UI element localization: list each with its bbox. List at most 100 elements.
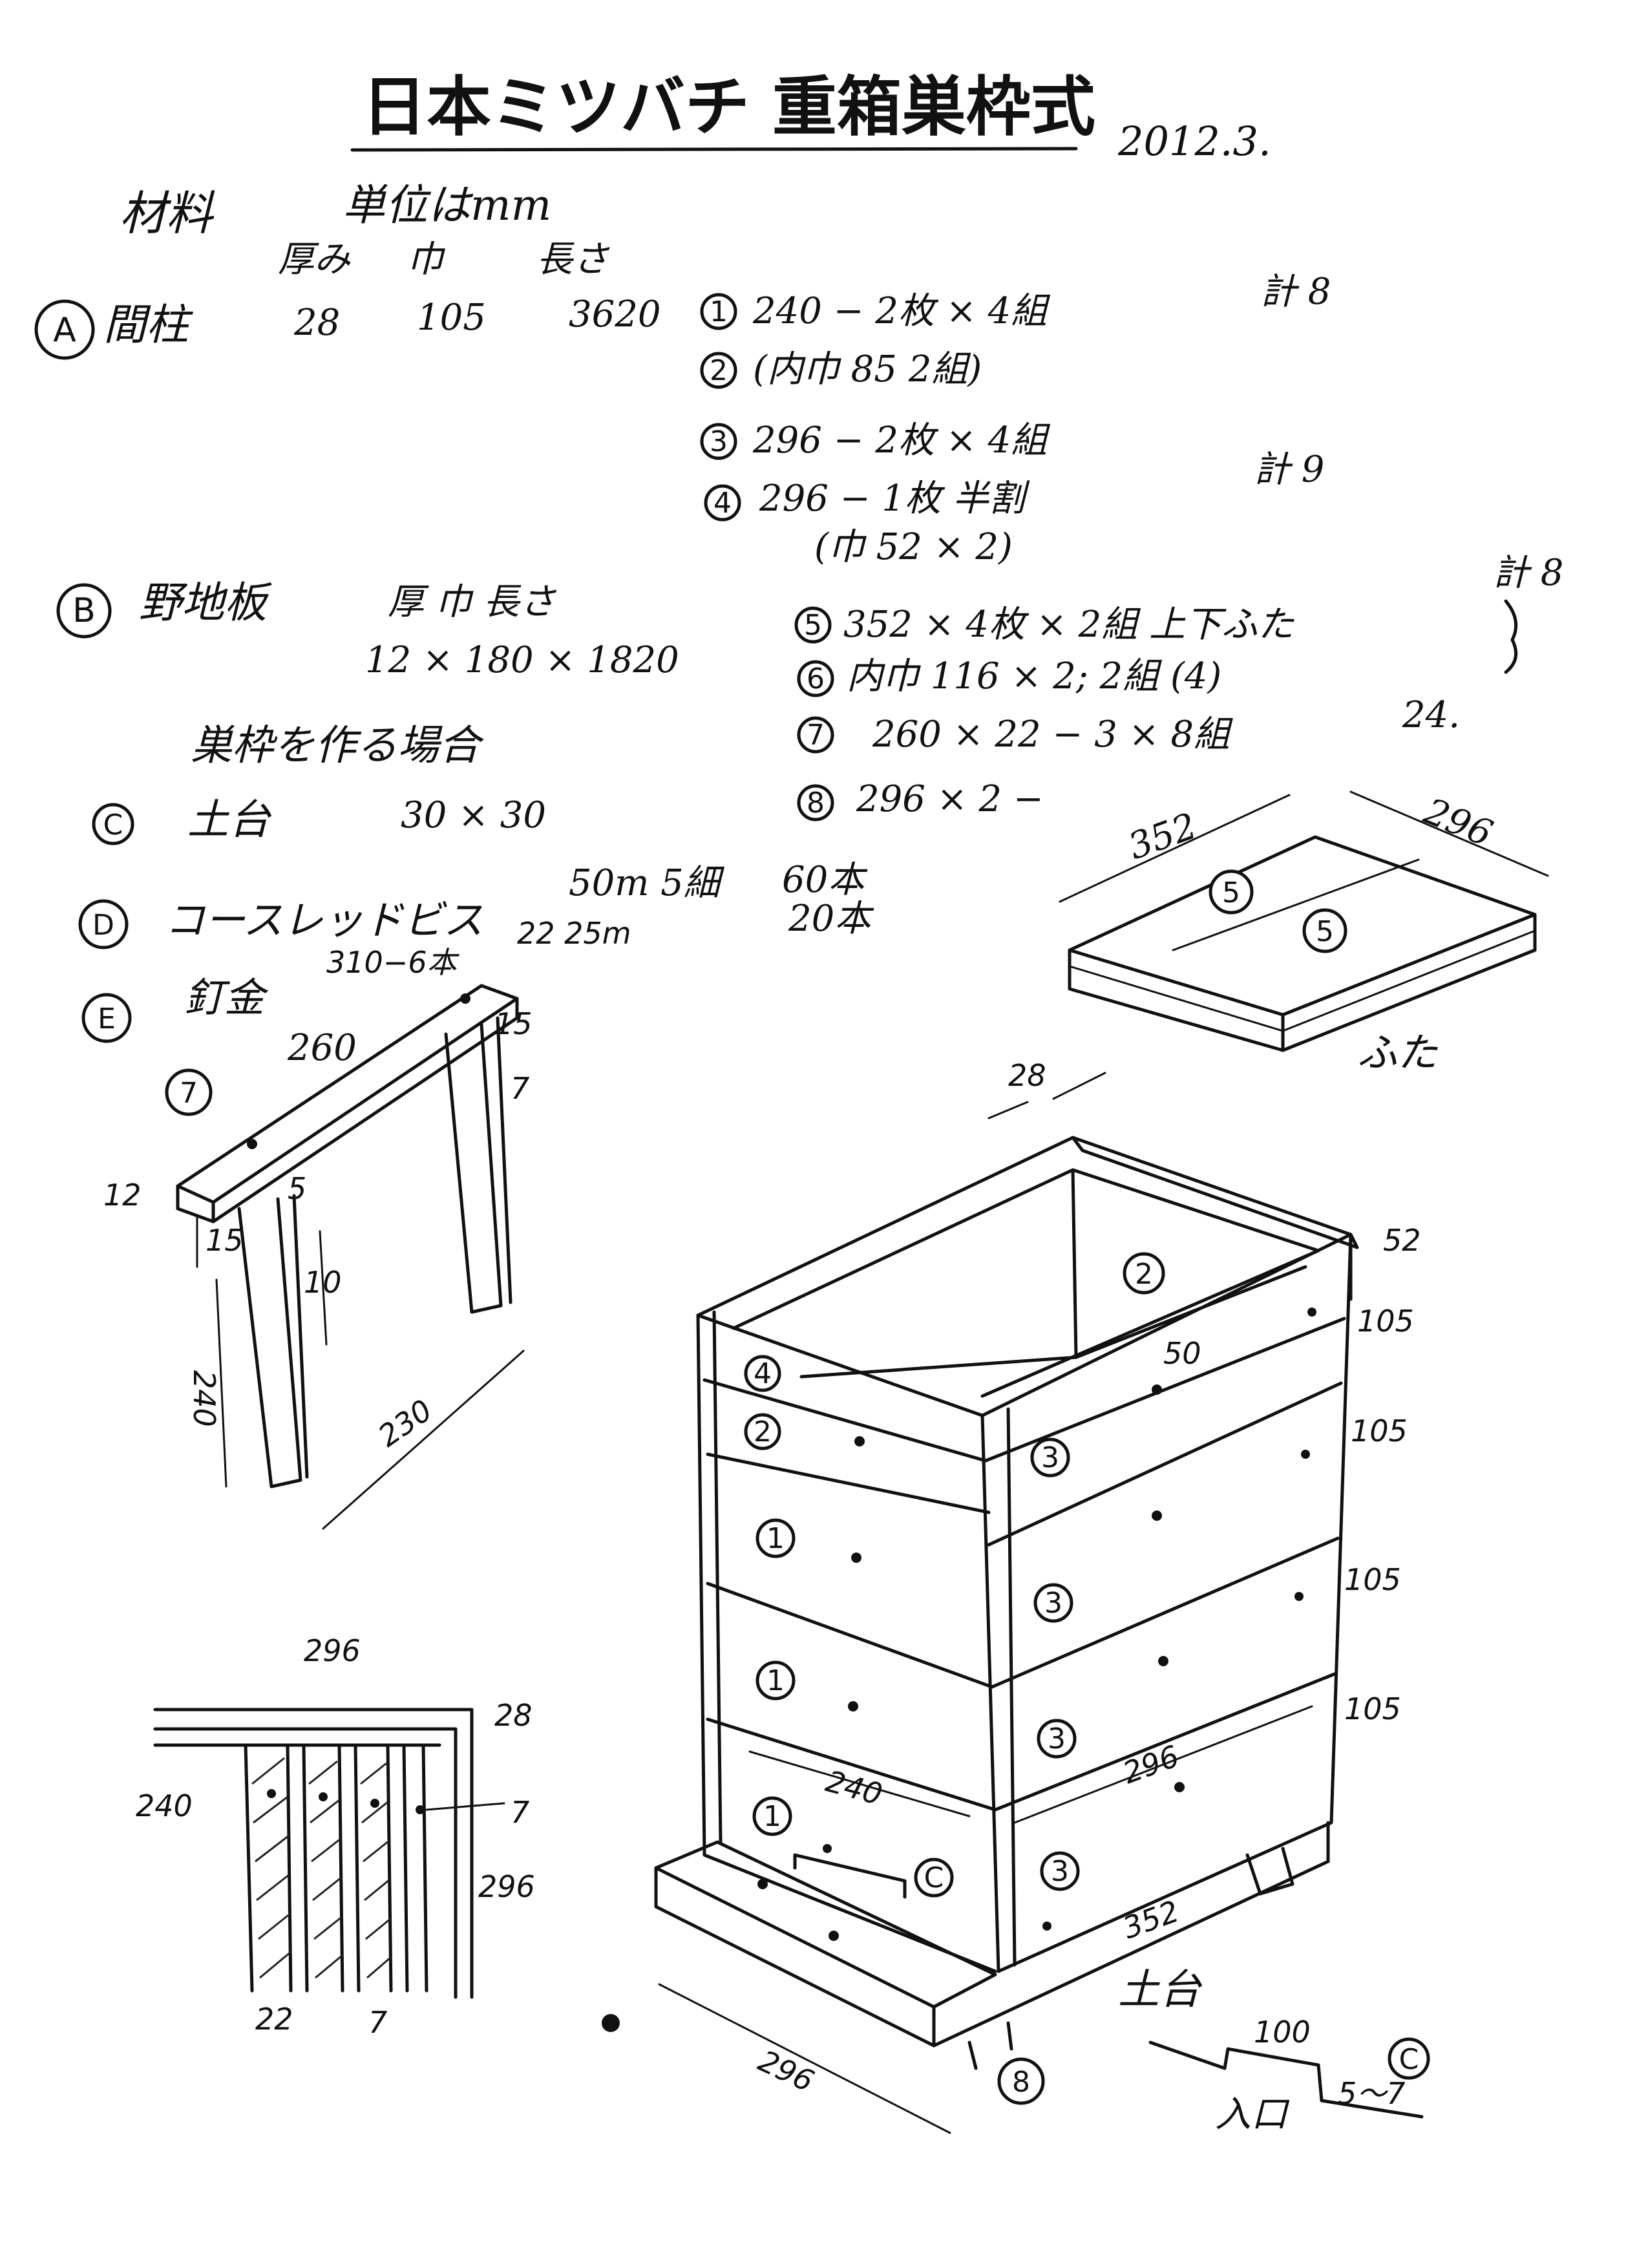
hive-dim-h3: 105 [1344,1562,1401,1597]
hive-body: 2 4 2 3 1 3 1 3 1 3 C 8 28 52 105 105 10… [602,1058,1430,2136]
part-6-text: 内巾 116 × 2; 2組 (4) [847,655,1221,697]
hive-inner-rim [732,1168,1320,1398]
hive-front-line-2 [706,1452,991,1514]
hive-label-c: C [924,1861,944,1894]
frame-right-leg-edge [496,1016,512,1304]
hive-dim-base: 296 [753,2043,819,2099]
frame-detail-mark: 7 [180,1077,198,1110]
hive-side-line-2 [987,1381,1343,1547]
hive-side-line-1 [984,1317,1346,1463]
frame-height: 240 [187,1370,222,1427]
lid-depth: 296 [1418,790,1498,855]
hive-base-front [654,1840,997,2009]
hive-label-3c: 3 [1048,1722,1066,1755]
part-7-text: 260 × 22 − 3 × 8組 [872,714,1233,756]
lid-drawing: 352 296 5 5 ふた [1059,790,1549,1076]
material-b-name: 野地板 [139,578,272,628]
hive-front-left [696,1313,997,1973]
base-width-arrow [658,1983,951,2134]
materials-list: 材料 単位はmm 厚み 巾 長さ A 間柱 28 105 3620 1 240 … [34,180,1563,1043]
frame-left-leg [237,1197,302,1489]
part-1-row: 1 240 − 2枚 × 4組 計 8 [700,271,1331,332]
frame-thickness: 12 [103,1178,142,1213]
part-8-row: 8 296 × 2 − [797,778,1044,821]
material-b-total: 計 8 [1493,552,1563,594]
lid-width-arrow [1059,794,1291,903]
material-d-spec2: 22 25m [517,916,631,951]
mark-c: C [103,809,123,842]
material-a-name: 間柱 [103,300,193,350]
col-header-width: 巾 [407,238,446,281]
mark-b: B [72,591,96,630]
hive-dim-top: 28 [1008,1058,1046,1093]
frame-top-bar-edge [211,997,519,1224]
base-label: 土台 [1118,1966,1203,2014]
part-3-row: 3 296 − 2枚 × 4組 [700,419,1050,461]
hive-inner-corner [1071,1168,1078,1359]
part-4-row: 4 296 − 1枚 半割 計 9 [704,449,1324,522]
part-6-mark: 6 [807,662,825,695]
mark-a: A [53,311,76,350]
hive-label-3a: 3 [1041,1441,1059,1474]
material-d: D コースレッドビス 50m 5細 60本 22 25m 20本 [78,859,874,951]
material-a-length: 3620 [569,293,661,335]
part-4b-text: (巾 52 × 2) [814,526,1013,568]
plan-left: 240 [136,1788,193,1823]
material-b: B 野地板 厚 巾 長さ 12 × 180 × 1820 5 352 × 4枚 … [56,552,1563,821]
material-c-dims: 30 × 30 [401,794,546,836]
hive-front-line-4 [706,1717,997,1812]
mark-a-circle [34,299,95,360]
part-5-row: 5 352 × 4枚 × 2組 上下ふた [794,604,1294,646]
hive-dim-base-depth: 352 [1118,1894,1183,1946]
entrance-width: 100 [1254,2015,1311,2050]
material-a-width: 105 [417,297,486,339]
lid-label: ふた [1357,1029,1438,1076]
part-5-mark: 5 [804,609,822,642]
plan-gap: 7 [511,1795,529,1830]
hive-inner-bottom [799,1355,1078,1379]
part-3-text: 296 − 2枚 × 4組 [752,419,1050,461]
title-underline [350,147,1078,152]
plan-outer-edge [153,1708,474,1999]
hive-front-line-1 [703,1378,988,1463]
material-d-qty: 60本 [782,859,868,901]
side-width-arrow [1013,1705,1313,1824]
part-2-mark: 2 [710,354,728,387]
hive-dim-top-height: 52 [1383,1223,1421,1258]
hive-label-1c: 1 [763,1800,781,1833]
part-4-mark: 4 [713,487,732,520]
hive-dimensions: 28 52 105 105 105 105 50 240 296 296 352 [658,1058,1421,2134]
material-a: A 間柱 28 105 3620 1 240 − 2枚 × 4組 計 8 2 (… [34,271,1331,568]
hive-base-feet [967,2021,1013,2070]
span-arrow [322,1350,525,1530]
height-arrow [215,1278,227,1488]
top-thickness-arrow [988,1072,1106,1119]
frame-side-width: 5 [288,1171,306,1206]
plan-inner-edge [153,1727,458,1999]
page-title: 日本ミツバチ 重箱巣枠式 [362,69,1095,145]
lid-width: 352 [1123,805,1203,869]
hive-dim-h1: 105 [1357,1304,1414,1339]
material-d-qty2: 20本 [788,898,874,940]
lid-part-a: 5 [1222,876,1240,909]
hive-label-3d: 3 [1051,1855,1069,1888]
part-7-mark: 7 [807,719,825,752]
entrance-height: 5〜7 [1338,2076,1406,2111]
part-1-mark: 1 [710,295,728,328]
frame-note: 巣枠を作る場合 [191,722,484,770]
part-8-text: 296 × 2 − [856,778,1044,820]
material-b-header: 厚 巾 長さ [388,581,557,623]
entrance-note: 土台 100 C 5〜7 入口 [1118,1966,1430,2136]
part-2-text: (内巾 85 2組) [753,348,982,390]
lid-layer-line [1068,929,1536,1032]
part-7-row: 7 260 × 22 − 3 × 8組 24. [797,694,1460,756]
hive-side-right [997,1233,1353,1973]
hive-part-labels: 2 4 2 3 1 3 1 3 1 3 C 8 [744,1252,1165,2105]
frame-side-width-2: 7 [511,1071,529,1106]
hive-side-line-4 [993,1672,1336,1812]
material-a-total-1: 計 8 [1260,271,1331,313]
frame-top-length: 260 [287,1027,357,1069]
lid-sides [1068,913,1537,1052]
frame-gap: 15 [206,1223,244,1258]
